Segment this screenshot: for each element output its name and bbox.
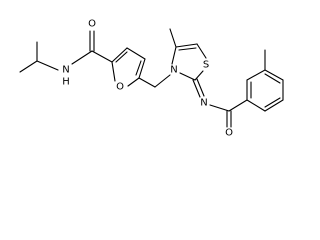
atom-thiazole-sulfur: S [203,60,209,71]
bond-benzene-5-6 [264,99,284,112]
bond-thiazole-s-c2 [194,70,204,81]
bond-carbonyl-benzene [228,99,248,112]
bond-thiazole-c5-s [196,43,207,59]
bond-c2-imine-n-1 [192,79,201,98]
bond-carbonyl-furan [91,50,113,63]
bond-thiazole-c4-c5-inner [178,47,197,51]
atom-amide-hydrogen: H [62,77,70,88]
bond-isopropyl-nh [36,60,59,71]
atom-furan-oxygen: O [116,82,124,93]
atom-labels: O N H O N S N O [62,19,233,139]
bond-furan-c3-c4 [126,47,146,60]
bond-furan-o-c2 [111,61,116,82]
bond-imine-n-carbonyl [209,104,230,112]
bond-benzene-5-6-inner [264,97,281,108]
bond-benzene-6-1 [246,99,266,112]
bond-isopropyl-methyl-left [19,60,38,73]
bond-thiazole-c2-n [179,72,196,81]
bonds [19,28,284,128]
bond-benzene-2-3 [246,69,266,81]
atom-amide-nitrogen: N [62,65,69,76]
atom-imine-nitrogen: N [200,98,207,109]
bond-benzene-3-4 [264,69,284,81]
bond-thiazole-n-c4 [171,46,177,65]
chemical-structure: O N H O N S N O [19,19,284,139]
atom-amide-oxygen: O [88,19,96,30]
bond-thiazole-c4-methyl [169,28,177,48]
bond-furan-ch2 [138,77,156,88]
bond-benzene-3-4-inner [264,73,281,84]
bond-furan-c2-c3 [111,47,128,63]
atom-thiazole-nitrogen: N [170,65,177,76]
bond-c2-imine-n-2 [196,78,205,97]
bond-furan-c4-c5 [138,58,146,79]
bond-furan-c5-o [127,77,140,87]
bond-furan-c2-c3-inner [115,51,128,63]
atom-benzamide-oxygen: O [225,128,233,139]
bond-nh-carbonyl [71,50,93,65]
bond-ch2-thiazole-n [154,74,171,88]
bond-thiazole-c4-c5 [175,43,198,48]
bond-furan-c4-c5-inner [135,60,142,76]
